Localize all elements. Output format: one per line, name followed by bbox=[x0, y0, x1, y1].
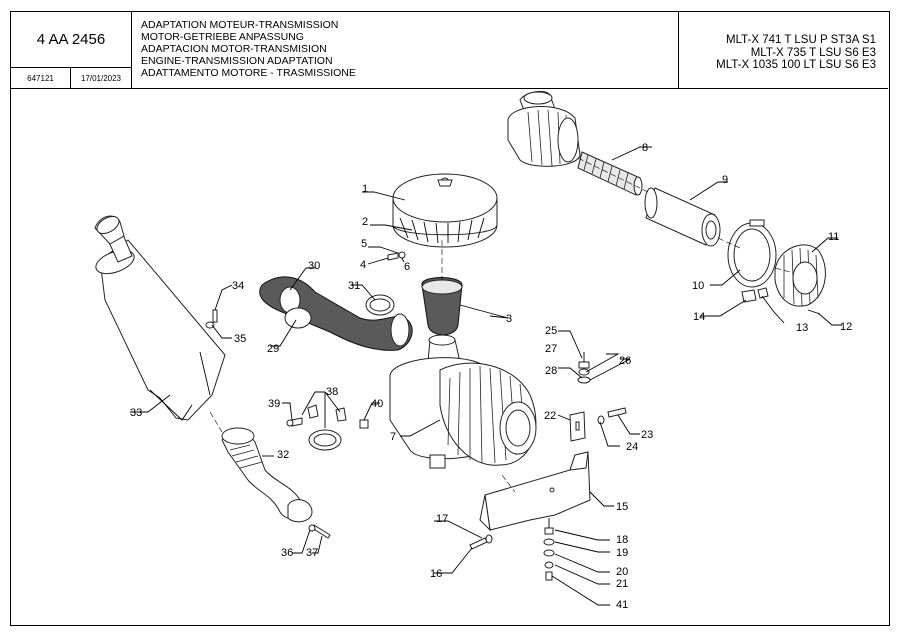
title-en: ENGINE-TRANSMISSION ADAPTATION bbox=[141, 55, 333, 67]
title-es: ADAPTACION MOTOR-TRANSMISION bbox=[141, 43, 327, 55]
outer-filter-element-drawing bbox=[644, 187, 721, 247]
callout-label: 5 bbox=[361, 238, 367, 250]
clamp-31-drawing bbox=[365, 294, 395, 316]
document-date: 17/01/2023 bbox=[71, 68, 132, 88]
callout-label: 41 bbox=[616, 599, 628, 611]
callout-label: 26 bbox=[619, 355, 631, 367]
model-line: MLT-X 741 T LSU P ST3A S1 bbox=[725, 34, 876, 46]
prefilter-assembly-drawing bbox=[507, 90, 581, 167]
callout-label: 17 bbox=[436, 513, 448, 525]
callout-label: 4 bbox=[360, 259, 366, 271]
callout-label: 38 bbox=[326, 386, 338, 398]
title-de: MOTOR-GETRIEBE ANPASSUNG bbox=[141, 31, 304, 43]
callout-label: 28 bbox=[545, 365, 557, 377]
callout-label: 3 bbox=[506, 313, 512, 325]
end-cover-drawing bbox=[774, 244, 826, 307]
drawing-sheet: 4 AA 2456 647121 17/01/2023 ADAPTATION M… bbox=[10, 11, 890, 626]
title-fr: ADAPTATION MOTEUR-TRANSMISSION bbox=[141, 19, 339, 31]
callout-leader-lines bbox=[130, 146, 842, 606]
callout-label: 25 bbox=[545, 325, 557, 337]
callout-label: 16 bbox=[430, 568, 442, 580]
exhaust-pipe-drawing bbox=[221, 427, 313, 523]
title-block: 4 AA 2456 647121 17/01/2023 ADAPTATION M… bbox=[11, 12, 888, 89]
plate-22-drawing bbox=[569, 411, 586, 442]
document-code: 647121 bbox=[11, 68, 71, 88]
callout-label: 13 bbox=[796, 322, 808, 334]
clamp-38-drawing bbox=[307, 404, 347, 451]
callout-label: 15 bbox=[616, 501, 628, 513]
callout-label: 18 bbox=[616, 534, 628, 546]
callout-label: 32 bbox=[277, 449, 289, 461]
rubber-elbow-drawing bbox=[421, 277, 463, 336]
air-filter-housing-drawing bbox=[389, 334, 537, 469]
callout-label: 19 bbox=[616, 547, 628, 559]
callout-label: 36 bbox=[281, 547, 293, 559]
callout-label: 23 bbox=[641, 429, 653, 441]
inner-filter-element-drawing bbox=[577, 151, 643, 196]
callout-label: 12 bbox=[840, 321, 852, 333]
callout-label: 37 bbox=[306, 547, 318, 559]
mounting-bracket-drawing bbox=[479, 451, 591, 532]
callout-label: 39 bbox=[268, 398, 280, 410]
callout-label: 10 bbox=[692, 280, 704, 292]
callout-label: 9 bbox=[722, 174, 728, 186]
model-line: MLT-X 1035 100 LT LSU S6 E3 bbox=[716, 59, 876, 71]
callout-label: 35 bbox=[234, 333, 246, 345]
model-line: MLT-X 735 T LSU S6 E3 bbox=[750, 46, 876, 59]
callout-label: 22 bbox=[544, 410, 556, 422]
callout-label: 20 bbox=[616, 566, 628, 578]
callout-label: 21 bbox=[616, 578, 628, 590]
callout-label: 40 bbox=[371, 398, 383, 410]
hardware-small-parts-right bbox=[741, 287, 821, 315]
intake-hose-drawing bbox=[259, 276, 413, 351]
callout-label: 24 bbox=[626, 441, 638, 453]
assembly-centerlines bbox=[209, 157, 791, 493]
exhaust-silencer-drawing bbox=[94, 215, 226, 421]
callout-label: 8 bbox=[642, 142, 648, 154]
callout-label: 6 bbox=[404, 261, 410, 273]
callout-label: 31 bbox=[348, 280, 360, 292]
callout-label: 7 bbox=[390, 431, 396, 443]
callout-label: 14 bbox=[693, 311, 705, 323]
callout-label: 34 bbox=[232, 280, 244, 292]
band-clamp-drawing bbox=[727, 219, 777, 288]
callout-label: 30 bbox=[308, 260, 320, 272]
document-reference: 4 AA 2456 bbox=[11, 12, 132, 68]
multilingual-title: ADAPTATION MOTEUR-TRANSMISSION MOTOR-GET… bbox=[132, 12, 679, 88]
callout-label: 27 bbox=[545, 343, 557, 355]
machine-models: MLT-X 741 T LSU P ST3A S1 MLT-X 735 T LS… bbox=[679, 12, 888, 88]
title-it: ADATTAMENTO MOTORE - TRASMISSIONE bbox=[141, 67, 356, 79]
callout-label: 1 bbox=[362, 183, 368, 195]
callout-label: 29 bbox=[267, 343, 279, 355]
precleaner-cap-drawing bbox=[392, 173, 498, 248]
callout-numbers: 1 2 3 4 5 6 7 8 9 10 11 12 13 14 15 16 1… bbox=[130, 142, 852, 611]
callout-label: 2 bbox=[362, 216, 368, 228]
callout-label: 11 bbox=[828, 231, 839, 243]
callout-label: 33 bbox=[130, 407, 142, 419]
